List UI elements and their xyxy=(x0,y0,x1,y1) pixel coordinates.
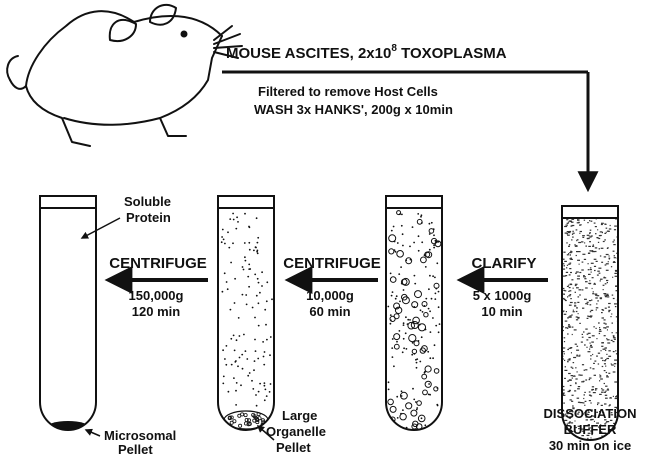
soluble-pointer xyxy=(82,218,120,238)
tube-clarified xyxy=(386,196,442,430)
tube1-top-1: Soluble xyxy=(124,194,171,209)
tube-microsomal xyxy=(40,196,96,435)
header-line3: WASH 3x HANKS', 200g x 10min xyxy=(254,102,453,117)
tube-dissociation xyxy=(562,206,620,440)
centrifuge1-cond-2: 60 min xyxy=(309,304,350,319)
tube2-pellet-1: Large xyxy=(282,408,317,423)
tube2-pellet-3: Pellet xyxy=(276,440,311,454)
mouse-icon xyxy=(7,5,242,146)
tube4-caption-3: 30 min on ice xyxy=(549,438,631,453)
centrifuge1-label: CENTRIFUGE xyxy=(283,255,381,272)
tube-large-organelle xyxy=(218,196,274,430)
tube1-pellet-1: Microsomal xyxy=(104,428,176,443)
centrifuge2-label: CENTRIFUGE xyxy=(109,255,207,272)
pellet-pointer-microsomal xyxy=(86,430,100,436)
header-line2: Filtered to remove Host Cells xyxy=(258,84,438,99)
tube4-caption-2: BUFFER xyxy=(564,422,617,437)
clarify-cond-2: 10 min xyxy=(481,304,522,319)
centrifuge2-cond-1: 150,000g xyxy=(129,288,184,303)
tube1-pellet-2: Pellet xyxy=(118,442,153,454)
clarify-label: CLARIFY xyxy=(472,255,537,272)
centrifuge2-cond-2: 120 min xyxy=(132,304,180,319)
tube2-pellet-2: Organelle xyxy=(266,424,326,439)
header-line1: MOUSE ASCITES, 2x108 TOXOPLASMA xyxy=(226,43,507,62)
clarify-cond-1: 5 x 1000g xyxy=(473,288,532,303)
tube4-caption-1: DISSOCIATION xyxy=(544,406,637,421)
tube1-top-2: Protein xyxy=(126,210,171,225)
centrifuge1-cond-1: 10,000g xyxy=(306,288,354,303)
